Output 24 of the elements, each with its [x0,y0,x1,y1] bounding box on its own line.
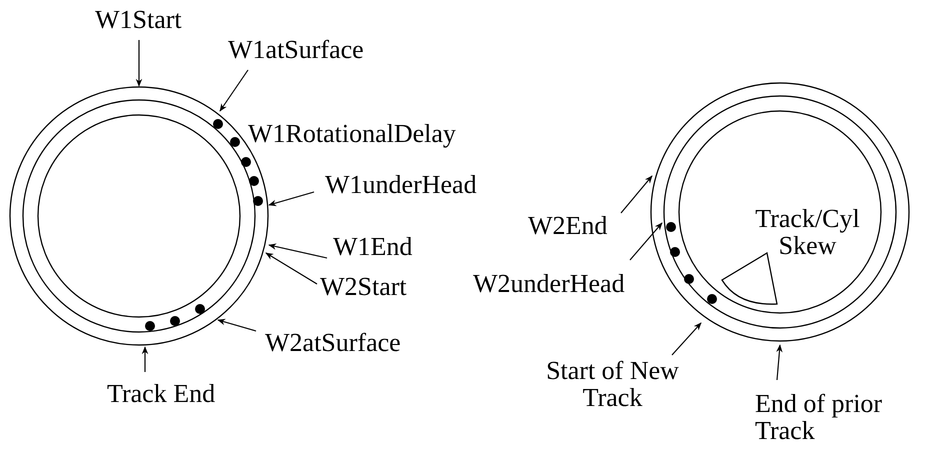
leader-line [268,243,328,259]
callout-label: W1atSurface [228,36,408,63]
leader-line [268,191,314,206]
callout-label: End of prior Track [755,390,920,444]
leader-line [672,322,702,356]
annotation-label: Track/Cyl Skew [754,205,861,259]
callout-label: Start of New Track [540,357,685,411]
callout-label: W1End [333,233,438,260]
callout-label: W2End [528,212,630,239]
annotation-label: W1RotationalDelay [248,120,457,147]
callout-label: W2underHead [473,270,659,297]
leader-line [776,344,783,380]
leader-line [265,252,318,284]
callout-label: W1underHead [325,171,520,198]
leader-line [217,318,256,332]
leader-line [220,70,248,112]
leader-line [620,175,653,214]
callout-label: W2Start [320,273,435,300]
leader-line [136,40,142,87]
callout-label: W2atSurface [265,329,445,356]
leader-line [142,346,148,372]
callout-label: W1Start [95,6,207,33]
leader-line [630,222,663,260]
callout-label: Track End [107,380,247,407]
